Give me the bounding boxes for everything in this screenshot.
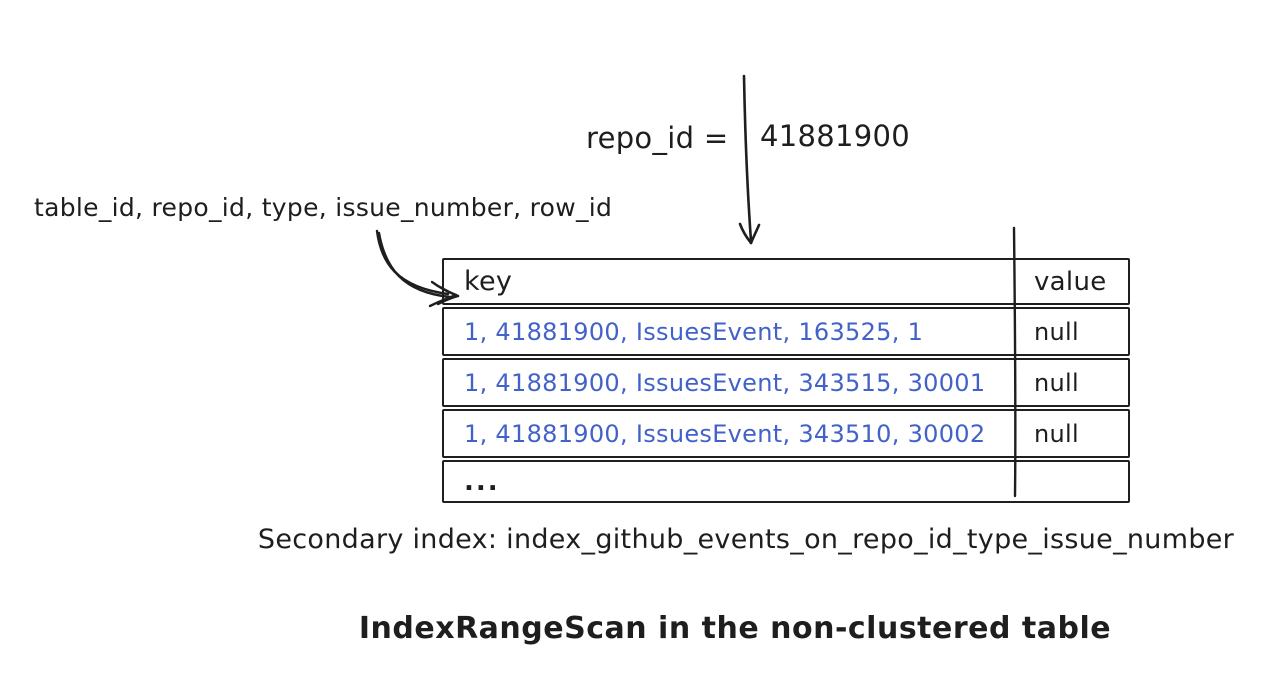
table-row: 1, 41881900, IssuesEvent, 343510, 30002 … <box>442 409 1130 458</box>
index-key-cell: 1, 41881900, IssuesEvent, 343515, 30001 <box>464 368 986 397</box>
diagram-title: IndexRangeScan in the non-clustered tabl… <box>358 611 1112 646</box>
repo-filter-value: 41881900 <box>760 119 911 153</box>
index-columns-label: table_id, repo_id, type, issue_number, r… <box>34 193 613 222</box>
value-cell: null <box>1034 368 1079 397</box>
secondary-index-caption: Secondary index: index_github_events_on_… <box>257 524 1235 555</box>
table-row: 1, 41881900, IssuesEvent, 163525, 1 null <box>442 307 1130 356</box>
value-cell: null <box>1034 317 1079 346</box>
repo-filter-label: repo_id = <box>586 121 729 155</box>
key-column-header: key <box>464 266 513 297</box>
index-key-cell: 1, 41881900, IssuesEvent, 163525, 1 <box>464 317 924 346</box>
index-key-cell: 1, 41881900, IssuesEvent, 343510, 30002 <box>464 419 986 448</box>
ellipsis-cell: ... <box>464 466 500 497</box>
table-row: 1, 41881900, IssuesEvent, 343515, 30001 … <box>442 358 1130 407</box>
value-column-header: value <box>1034 266 1107 297</box>
table-header-row: key value <box>442 258 1130 305</box>
value-cell: null <box>1034 419 1079 448</box>
down-arrow <box>738 74 761 245</box>
table-row-ellipsis: ... <box>442 460 1130 503</box>
